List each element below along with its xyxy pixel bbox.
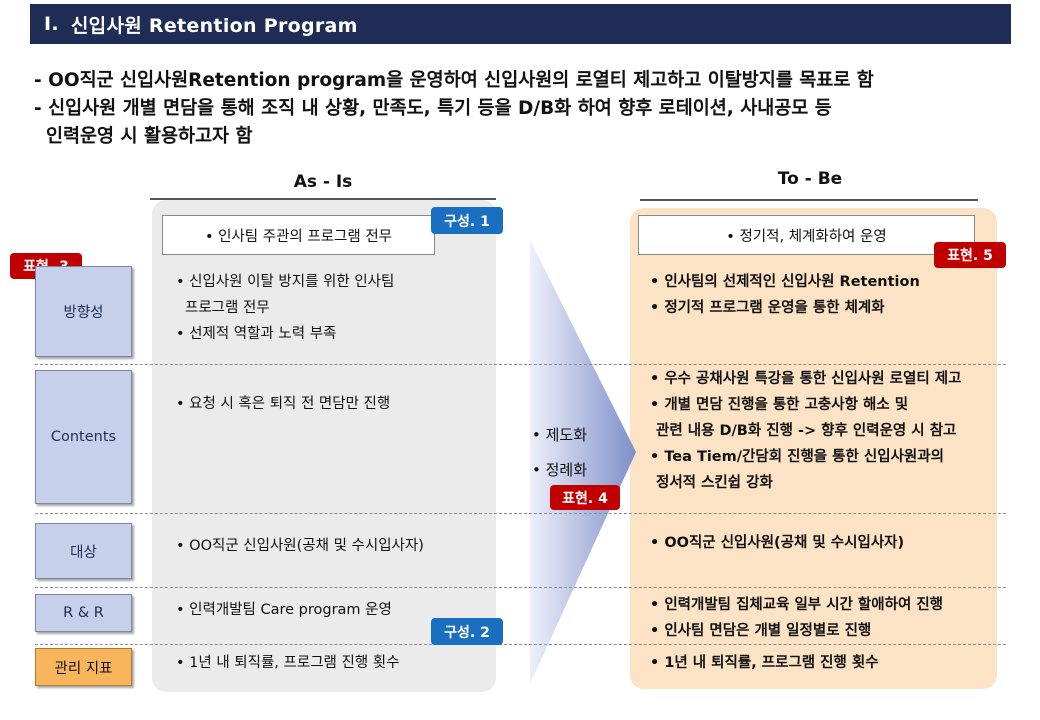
- tobe-panel: [630, 208, 997, 689]
- asis-title: As - Is: [293, 172, 353, 192]
- cell-line: 정서적 스킨쉽 강화: [656, 475, 773, 491]
- intro-line-3: 인력운영 시 활용하고자 함: [46, 126, 253, 147]
- tobe-target-cell: • OO직군 신입사원(공채 및 수시입사자): [650, 530, 904, 556]
- asis-kpi-cell: • 1년 내 퇴직률, 프로그램 진행 횟수: [176, 650, 399, 676]
- tobe-kpi-cell: • 1년 내 퇴직률, 프로그램 진행 횟수: [650, 650, 879, 676]
- tobe-title-underline: [640, 199, 978, 201]
- row-label-kpi: 관리 지표: [35, 648, 132, 686]
- cell-line: • Tea Tiem/간담회 진행을 통한 신입사원과의: [650, 449, 944, 465]
- tag-composition-2: 구성. 2: [431, 618, 503, 645]
- section-number: Ⅰ.: [44, 13, 59, 35]
- row-divider: [35, 364, 1006, 365]
- cell-line: • 정기적 프로그램 운영을 통한 체계화: [650, 300, 885, 316]
- section-title: 신입사원 Retention Program: [70, 14, 358, 37]
- intro-line-1: - OO직군 신입사원Retention program을 운영하여 신입사원의…: [34, 70, 874, 91]
- tag-expression-5: 표현. 5: [934, 242, 1006, 268]
- row-label-target: 대상: [35, 523, 132, 579]
- transition-arrow: [530, 240, 636, 684]
- cell-line: • 인력개발팀 Care program 운영: [176, 602, 392, 618]
- tobe-title: To - Be: [777, 169, 843, 189]
- cell-line: • OO직군 신입사원(공채 및 수시입사자): [650, 535, 905, 551]
- asis-summary-box: • 인사팀 주관의 프로그램 전무: [162, 215, 435, 255]
- row-divider: [35, 587, 1006, 588]
- row-divider: [35, 644, 1006, 645]
- arrow-item-regularize: • 정례화: [532, 461, 588, 479]
- cell-line: • 개별 면담 진행을 통한 고충사항 해소 및: [650, 397, 909, 413]
- cell-line: • 1년 내 퇴직률, 프로그램 진행 횟수: [176, 655, 400, 671]
- tobe-contents-cell: • 우수 공채사원 특강을 통한 신입사원 로열티 제고 • 개별 면담 진행을…: [650, 366, 961, 496]
- row-label-rnr: R & R: [35, 594, 132, 632]
- cell-line: • 인력개발팀 집체교육 일부 시간 할애하여 진행: [650, 597, 944, 613]
- row-label-direction: 방향성: [35, 266, 132, 357]
- cell-line: 관련 내용 D/B화 진행 -> 향후 인력운영 시 참고: [656, 423, 957, 439]
- tobe-direction-cell: • 인사팀의 선제적인 신입사원 Retention • 정기적 프로그램 운영…: [650, 269, 920, 321]
- cell-line: • 요청 시 혹은 퇴직 전 면담만 진행: [176, 396, 391, 412]
- cell-line: 프로그램 전무: [185, 300, 270, 316]
- asis-direction-cell: • 신입사원 이탈 방지를 위한 인사팀 프로그램 전무 • 선제적 역할과 노…: [176, 269, 394, 347]
- cell-line: • 인사팀 면담은 개별 일정별로 진행: [650, 623, 872, 639]
- cell-line: • 선제적 역할과 노력 부족: [176, 326, 337, 342]
- cell-line: • 인사팀의 선제적인 신입사원 Retention: [650, 274, 920, 290]
- tobe-summary-box: • 정기적, 체계화하여 운영: [638, 215, 975, 255]
- asis-contents-cell: • 요청 시 혹은 퇴직 전 면담만 진행: [176, 391, 390, 417]
- cell-line: • OO직군 신입사원(공채 및 수시입사자): [176, 538, 424, 554]
- section-header: Ⅰ. 신입사원 Retention Program: [30, 4, 1011, 44]
- tag-composition-1: 구성. 1: [431, 207, 503, 234]
- asis-rnr-cell: • 인력개발팀 Care program 운영: [176, 597, 392, 623]
- asis-target-cell: • OO직군 신입사원(공채 및 수시입사자): [176, 533, 424, 559]
- asis-title-underline: [150, 198, 496, 200]
- tobe-rnr-cell: • 인력개발팀 집체교육 일부 시간 할애하여 진행 • 인사팀 면담은 개별 …: [650, 592, 943, 644]
- intro-line-2: - 신입사원 개별 면담을 통해 조직 내 상황, 만족도, 특기 등을 D/B…: [34, 98, 832, 119]
- asis-panel: [152, 200, 496, 692]
- row-divider: [35, 513, 1006, 514]
- row-label-contents: Contents: [35, 370, 132, 504]
- cell-line: • 신입사원 이탈 방지를 위한 인사팀: [176, 274, 395, 290]
- cell-line: • 우수 공채사원 특강을 통한 신입사원 로열티 제고: [650, 371, 962, 387]
- cell-line: • 1년 내 퇴직률, 프로그램 진행 횟수: [650, 655, 879, 671]
- tag-expression-4: 표현. 4: [550, 485, 620, 510]
- arrow-item-institutionalize: • 제도화: [532, 426, 588, 444]
